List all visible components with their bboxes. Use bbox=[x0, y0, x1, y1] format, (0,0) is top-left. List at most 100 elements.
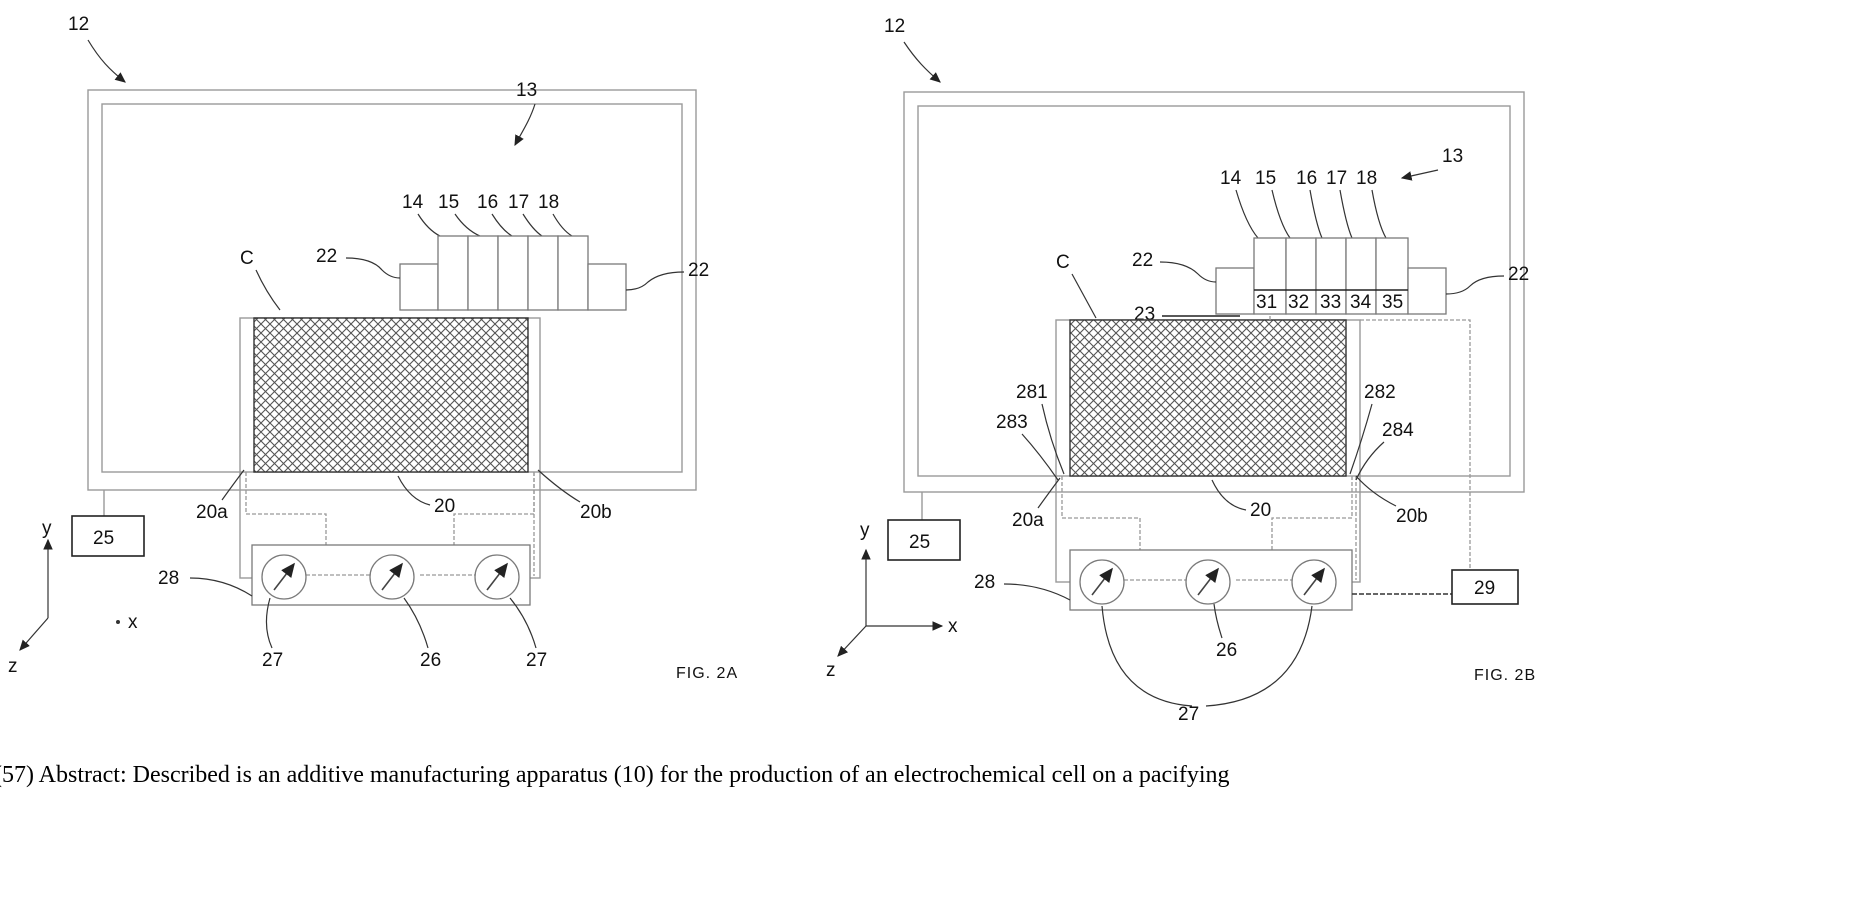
end-block-22-right bbox=[588, 264, 626, 310]
cell-c-hatched bbox=[254, 318, 528, 472]
wire-to-29 bbox=[1360, 320, 1470, 570]
label-22-right: 22 bbox=[688, 260, 709, 281]
label-14-b: 14 bbox=[1220, 168, 1242, 189]
leader-22-right bbox=[626, 272, 684, 290]
label-28-b: 28 bbox=[974, 572, 995, 593]
leader-13 bbox=[515, 104, 535, 145]
gauge-27-right bbox=[475, 555, 519, 599]
leader-281 bbox=[1042, 404, 1064, 474]
label-25-b: 25 bbox=[909, 532, 930, 553]
label-20-b: 20 bbox=[1250, 500, 1271, 521]
gauge-27-left bbox=[262, 555, 306, 599]
label-29: 29 bbox=[1474, 578, 1495, 599]
label-16-b: 16 bbox=[1296, 168, 1317, 189]
component-14 bbox=[438, 236, 468, 310]
label-25: 25 bbox=[93, 528, 114, 549]
label-18-b: 18 bbox=[1356, 168, 1377, 189]
label-13-b: 13 bbox=[1442, 146, 1463, 167]
leader-13-b bbox=[1402, 170, 1438, 178]
label-284: 284 bbox=[1382, 420, 1414, 441]
label-20a-b: 20a bbox=[1012, 510, 1044, 531]
end-block-22-left-b bbox=[1216, 268, 1254, 314]
leader-22-left-b bbox=[1160, 262, 1216, 282]
component-18 bbox=[558, 236, 588, 310]
gauge-27-left-b bbox=[1080, 560, 1124, 604]
component-16 bbox=[498, 236, 528, 310]
label-281: 281 bbox=[1016, 382, 1048, 403]
label-22-right-b: 22 bbox=[1508, 264, 1529, 285]
leader-20-b bbox=[1212, 480, 1246, 510]
label-12-b: 12 bbox=[884, 16, 905, 37]
label-27-b: 27 bbox=[1178, 704, 1199, 725]
component-17 bbox=[528, 236, 558, 310]
gauge-26-b bbox=[1186, 560, 1230, 604]
leader-28-b bbox=[1004, 584, 1070, 600]
leader-20b-b bbox=[1356, 476, 1396, 506]
leader-c-b bbox=[1072, 274, 1096, 318]
leader-16-b bbox=[1310, 190, 1322, 238]
label-16: 16 bbox=[477, 192, 498, 213]
label-27-right: 27 bbox=[526, 650, 547, 671]
leader-12 bbox=[88, 40, 125, 82]
label-14: 14 bbox=[402, 192, 424, 213]
label-13: 13 bbox=[516, 80, 537, 101]
abstract-fragment: (57) Abstract: Described is an additive … bbox=[0, 762, 1230, 788]
label-31: 31 bbox=[1256, 292, 1277, 313]
label-26-b: 26 bbox=[1216, 640, 1237, 661]
label-20a: 20a bbox=[196, 502, 228, 523]
leader-c bbox=[256, 270, 280, 310]
leader-12-b bbox=[904, 42, 940, 82]
leader-22-left bbox=[346, 258, 400, 278]
gauge-26 bbox=[370, 555, 414, 599]
label-20b-b: 20b bbox=[1396, 506, 1428, 527]
label-17: 17 bbox=[508, 192, 529, 213]
leader-14-b bbox=[1236, 190, 1258, 238]
component-15 bbox=[468, 236, 498, 310]
label-15: 15 bbox=[438, 192, 459, 213]
label-17-b: 17 bbox=[1326, 168, 1347, 189]
leader-20b bbox=[538, 470, 580, 502]
label-27-left: 27 bbox=[262, 650, 283, 671]
label-15-b: 15 bbox=[1255, 168, 1276, 189]
label-c: C bbox=[240, 248, 254, 269]
gauge-27-right-b bbox=[1292, 560, 1336, 604]
label-33: 33 bbox=[1320, 292, 1341, 313]
label-c-b: C bbox=[1056, 252, 1070, 273]
caption-fig-2a: FIG. 2A bbox=[676, 665, 738, 682]
axis-x-2a: x bbox=[128, 612, 138, 633]
leader-17-b bbox=[1340, 190, 1352, 238]
label-12: 12 bbox=[68, 14, 89, 35]
leader-18 bbox=[553, 214, 572, 236]
label-26: 26 bbox=[420, 650, 441, 671]
leader-27-left-b bbox=[1102, 606, 1192, 706]
leader-17 bbox=[523, 214, 542, 236]
leader-18-b bbox=[1372, 190, 1386, 238]
figure-2a: 12 13 14 15 16 17 18 22 22 C bbox=[8, 14, 738, 682]
axes-2b bbox=[838, 550, 942, 656]
leader-15-b bbox=[1272, 190, 1290, 238]
label-20b: 20b bbox=[580, 502, 612, 523]
label-28: 28 bbox=[158, 568, 179, 589]
label-18: 18 bbox=[538, 192, 559, 213]
axis-x-2b: x bbox=[948, 616, 958, 637]
axis-y-2a: y bbox=[42, 518, 52, 539]
label-20: 20 bbox=[434, 496, 455, 517]
leader-16 bbox=[492, 214, 512, 236]
leader-28 bbox=[190, 578, 252, 596]
end-block-22-right-b bbox=[1408, 268, 1446, 314]
axis-z-2a: z bbox=[8, 656, 18, 677]
leader-283 bbox=[1022, 434, 1058, 480]
label-282: 282 bbox=[1364, 382, 1396, 403]
label-22-left: 22 bbox=[316, 246, 337, 267]
figure-2b: 12 13 14 15 16 17 18 31 32 33 34 35 22 2… bbox=[826, 16, 1536, 725]
cell-c-hatched-b bbox=[1070, 320, 1346, 476]
leader-15 bbox=[455, 214, 480, 236]
leader-282 bbox=[1350, 404, 1372, 474]
label-35: 35 bbox=[1382, 292, 1403, 313]
label-283: 283 bbox=[996, 412, 1028, 433]
label-34: 34 bbox=[1350, 292, 1372, 313]
leader-22-right-b bbox=[1446, 276, 1504, 294]
label-22-left-b: 22 bbox=[1132, 250, 1153, 271]
